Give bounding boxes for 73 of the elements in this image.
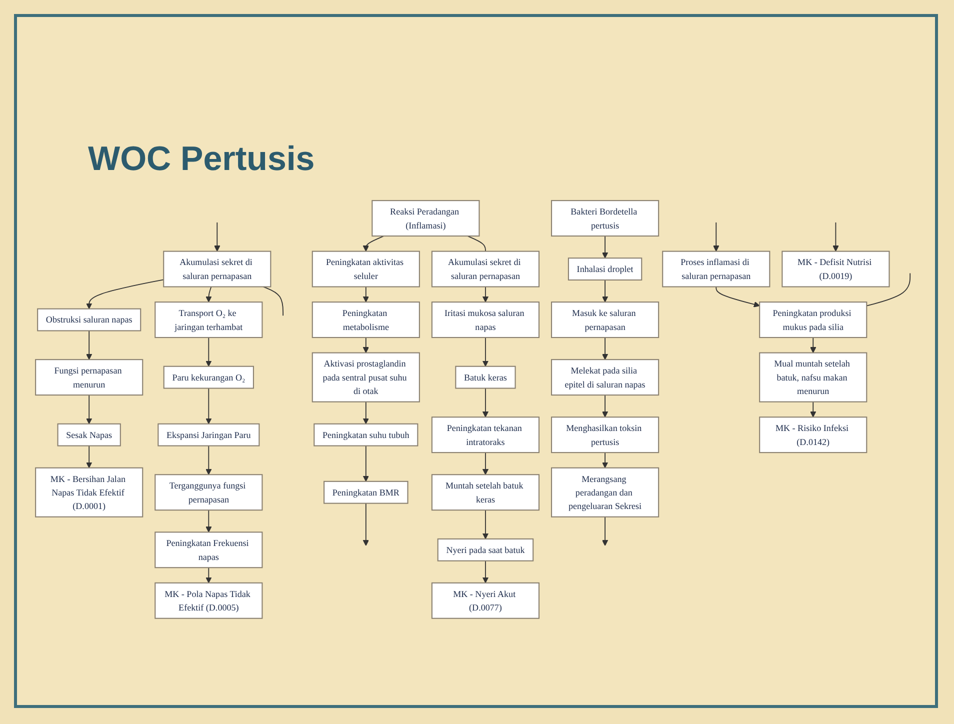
node-box: Melekat pada silia epitel di saluran napas [551,359,660,396]
node-box: Peningkatan metabolisme [312,302,420,338]
node-box: Transport O₂ ke jaringan terhambat [154,302,263,338]
node-box: Peningkatan BMR [324,480,408,504]
arrow [206,337,212,367]
node-box: Menghasilkan toksin pertusis [551,416,660,454]
node-box: Akumulasi sekret di saluran pernapasan [431,250,540,288]
node-box: Muntah setelah batuk keras [431,474,540,511]
arrow [482,560,489,584]
arrow [602,516,608,546]
arrow [86,279,164,310]
arrow [362,445,369,482]
node-box: Nyeri pada saat batuk [437,538,534,562]
node-box: Merangsang peradangan dan pengeluaran Sekresi [551,467,660,518]
node-box: MK - Bersihan Jalan Napas Tidak Efektif (D.0001) [35,467,144,518]
arrow [214,222,220,252]
node-box: Proses inflamasi di saluran pernapasan [662,250,770,288]
arrow [810,337,816,354]
arrow [832,222,839,252]
node-box: Iritasi mukosa saluran napas [431,302,540,338]
node-box: Ekspansi Jaringan Paru [158,423,260,446]
node-box: Reaksi Peradangan (Inflamasi) [372,200,480,237]
arrow [362,236,384,252]
node-box: Obstruksi saluran napas [37,308,142,332]
arrow [206,445,212,475]
arrow [482,337,489,367]
title: WOC Pertusis [88,140,315,179]
connector [467,236,486,252]
node-box: Paru kekurangan O₂ [163,366,254,389]
arrow [86,330,92,360]
arrow [362,337,369,354]
arrow [602,452,608,468]
node-box: Sesak Napas [57,423,121,446]
arrow [602,337,608,360]
arrow [362,286,369,302]
connector [866,272,911,306]
connector [262,286,284,316]
node-box: Peningkatan aktivitas seluler [312,250,420,288]
node-box: Masuk ke saluran pernapasan [551,302,660,338]
node-box: Fungsi pernapasan menurun [35,359,144,396]
arrow [206,388,212,424]
arrow [602,236,608,258]
node-box: Bakteri Bordetella pertusis [551,200,660,237]
node-box: Terganggunya fungsi pernapasan [154,474,263,511]
arrow [86,445,92,468]
node-box: MK - Pola Napas Tidak Efektif (D.0005) [154,582,263,619]
node-box: Batuk keras [455,366,516,389]
arrow [482,286,489,302]
node-box: MK - Defisit Nutrisi (D.0019) [782,250,890,288]
node-box: MK - Risiko Infeksi (D.0142) [759,416,868,454]
arrow [716,286,760,308]
arrow [713,222,720,252]
arrow [482,452,489,475]
node-box: Peningkatan produksi mukus pada silia [759,302,868,338]
arrow [602,394,608,418]
arrow [362,502,369,546]
node-box: Peningkatan suhu tubuh [314,423,418,446]
arrow [206,510,212,532]
arrow [362,401,369,424]
node-box: Peningkatan Frekuensi napas [154,532,263,568]
node-box: Aktivasi prostaglandin pada sentral pusat suhu di otak [312,352,420,402]
node-box: Peningkatan tekanan intratoraks [431,416,540,454]
arrow [86,394,92,424]
arrow [482,388,489,418]
arrow [206,286,212,302]
node-box: Inhalasi droplet [568,258,642,280]
node-box: Mual muntah setelah batuk, nafsu makan menurun [759,352,868,402]
arrow [482,510,489,540]
arrow [206,567,212,584]
arrow [602,280,608,302]
node-box: MK - Nyeri Akut (D.0077) [431,582,540,619]
arrow [810,401,816,418]
node-box: Akumulasi sekret di saluran pernapasan [163,250,272,288]
